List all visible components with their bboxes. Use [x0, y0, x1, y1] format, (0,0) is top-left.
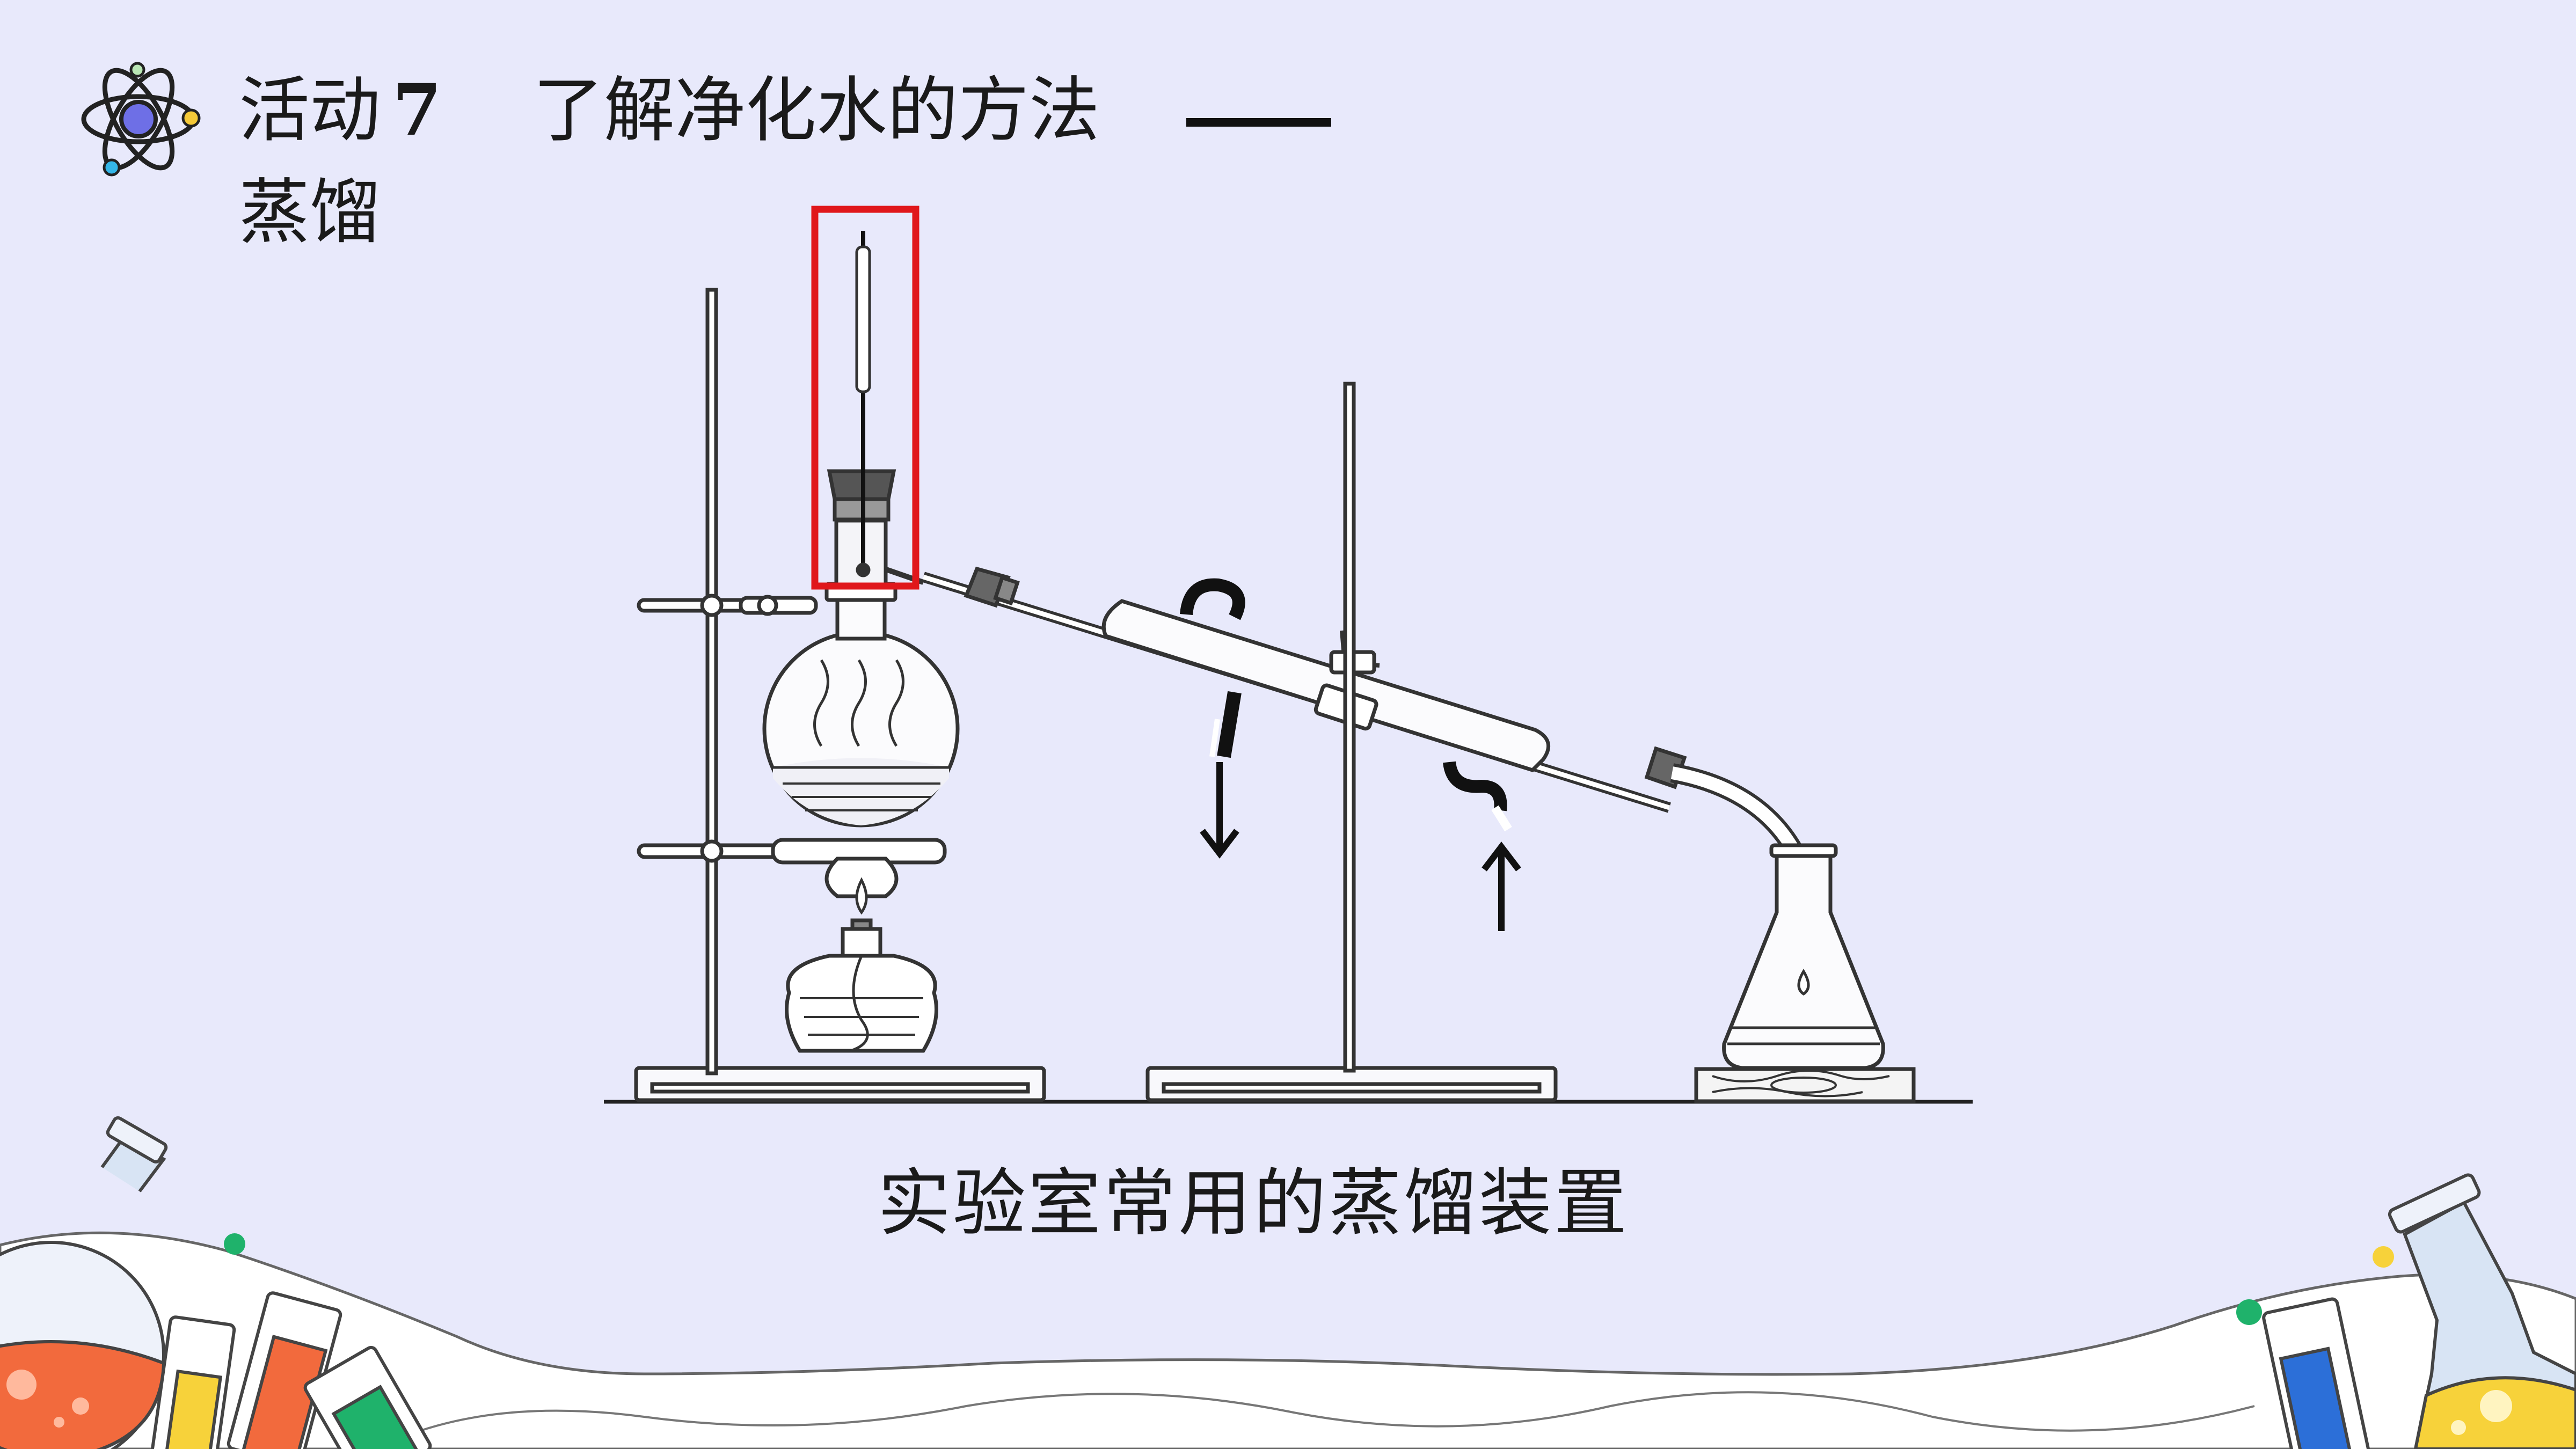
figure-caption: 实验室常用的蒸馏装置	[878, 1161, 1629, 1246]
thermometer-highlight-box	[811, 206, 920, 590]
activity-topic: 了解净化水的方法	[532, 69, 1100, 152]
decorative-flasks-left	[0, 1116, 432, 1449]
arrow-up-icon	[1482, 841, 1521, 931]
alcohol-lamp	[785, 857, 938, 1053]
erlenmeyer-flask	[1722, 843, 1885, 1070]
wooden-block	[1694, 1067, 1916, 1103]
activity-number: 7	[392, 69, 442, 152]
arrow-down-icon	[1200, 762, 1239, 859]
adapter	[1670, 763, 1804, 858]
decorative-flasks-right	[2236, 1173, 2576, 1449]
distilling-flask	[762, 518, 960, 828]
upper-clamp	[637, 594, 818, 617]
thermometer	[827, 231, 896, 577]
condenser	[964, 566, 1687, 832]
ring-clamp	[637, 838, 947, 865]
atom-icon	[81, 62, 201, 177]
iron-stand-right	[1145, 382, 1558, 1102]
distillation-apparatus	[604, 206, 1973, 1104]
activity-label: 活动	[239, 69, 381, 152]
slide-subtitle: 蒸馏	[239, 171, 381, 254]
iron-stand-left	[634, 288, 1046, 1102]
